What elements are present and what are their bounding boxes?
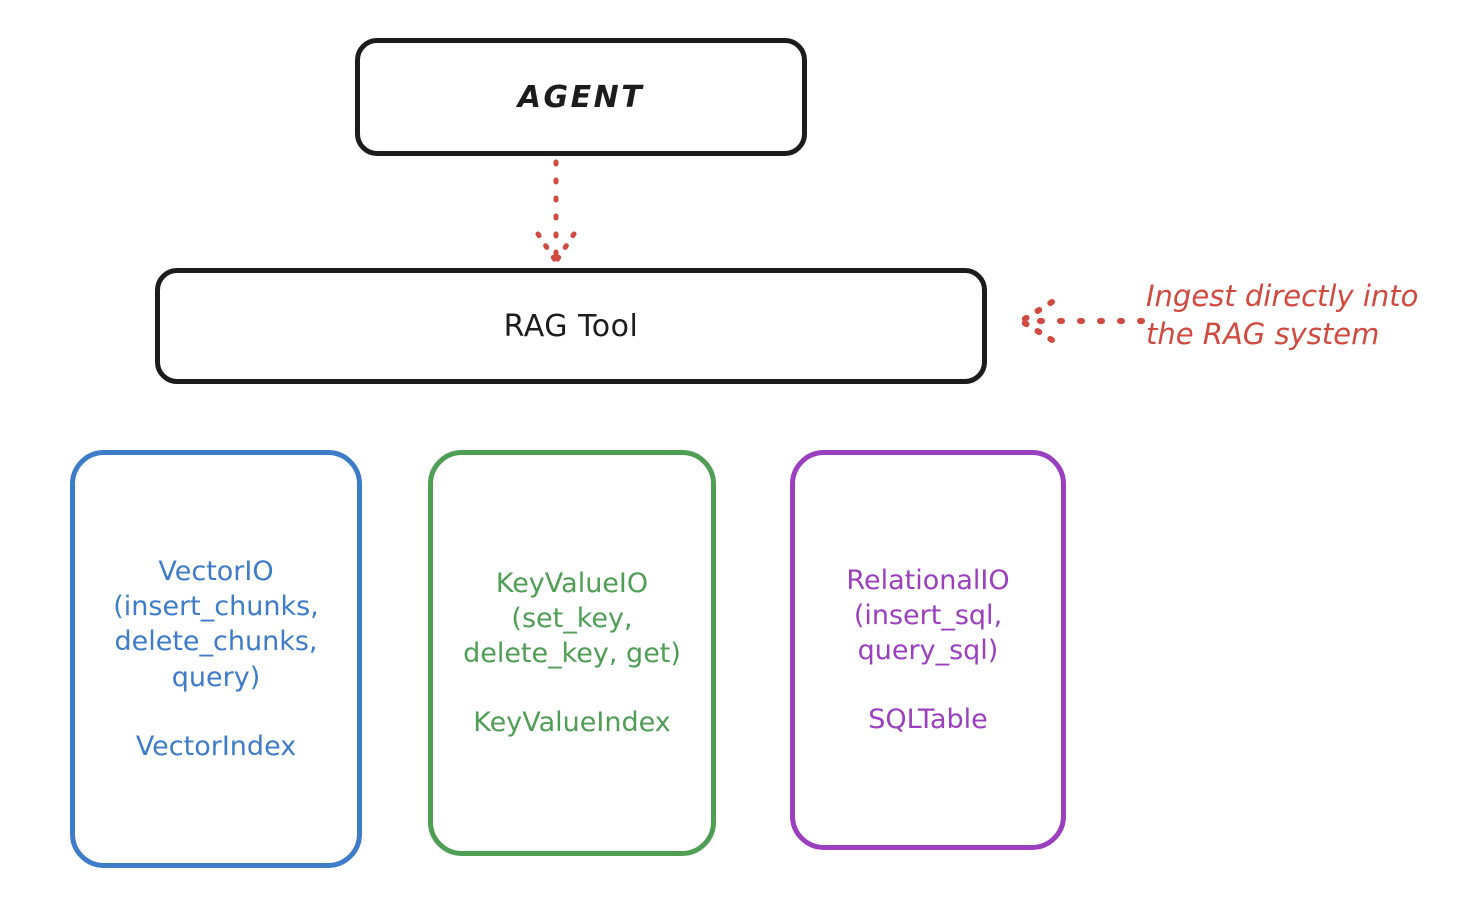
key-value-io-node[interactable]: KeyValueIO (set_key, delete_key, get) Ke… bbox=[428, 450, 716, 856]
ingest-annotation-arrow bbox=[1020, 299, 1145, 343]
rag-tool-node-label: RAG Tool bbox=[503, 308, 639, 344]
vector-index-label: VectorIndex bbox=[135, 730, 297, 762]
agent-node-label: AGENT bbox=[517, 79, 645, 115]
relational-io-node[interactable]: RelationalIO (insert_sql, query_sql) SQL… bbox=[790, 450, 1066, 850]
agent-node[interactable]: AGENT bbox=[355, 38, 807, 156]
ingest-annotation-text: Ingest directly into the RAG system bbox=[1146, 279, 1419, 351]
relational-io-api-label: RelationalIO (insert_sql, query_sql) bbox=[846, 564, 1010, 666]
key-value-io-api-label: KeyValueIO (set_key, delete_key, get) bbox=[463, 567, 681, 669]
vector-io-node[interactable]: VectorIO (insert_chunks, delete_chunks, … bbox=[70, 450, 362, 868]
sql-table-label: SQLTable bbox=[868, 704, 988, 736]
key-value-index-label: KeyValueIndex bbox=[473, 707, 671, 739]
agent-to-rag-tool-arrow bbox=[535, 159, 577, 263]
vector-io-api-label: VectorIO (insert_chunks, delete_chunks, … bbox=[113, 556, 319, 693]
rag-tool-node[interactable]: RAG Tool bbox=[155, 268, 987, 384]
